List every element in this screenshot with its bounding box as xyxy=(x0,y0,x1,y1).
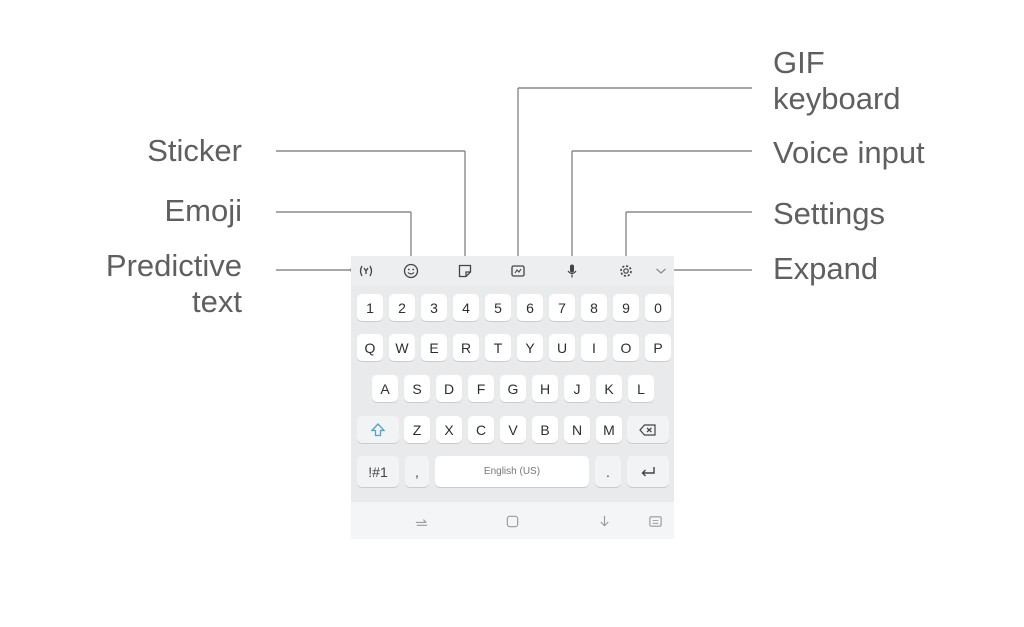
key-digit-5[interactable]: 5 xyxy=(485,294,511,321)
keyboard-toolbar xyxy=(351,256,674,286)
key-h[interactable]: H xyxy=(532,375,558,402)
key-u[interactable]: U xyxy=(549,334,575,361)
hide-keyboard-icon[interactable] xyxy=(595,512,613,530)
key-e[interactable]: E xyxy=(421,334,447,361)
key-digit-7[interactable]: 7 xyxy=(549,294,575,321)
shift-icon xyxy=(370,422,386,436)
key-v[interactable]: V xyxy=(500,416,526,443)
predictive-text-label: Predictive text xyxy=(105,248,242,319)
settings-label: Settings xyxy=(773,196,886,231)
key-q[interactable]: Q xyxy=(357,334,383,361)
voice-input-label: Voice input xyxy=(773,135,925,170)
comma-key[interactable]: , xyxy=(405,456,429,487)
backspace-key[interactable] xyxy=(627,416,669,443)
key-g[interactable]: G xyxy=(500,375,526,402)
key-j[interactable]: J xyxy=(564,375,590,402)
navigation-bar xyxy=(351,502,674,539)
key-digit-3[interactable]: 3 xyxy=(421,294,447,321)
key-digit-6[interactable]: 6 xyxy=(517,294,543,321)
key-l[interactable]: L xyxy=(628,375,654,402)
key-r[interactable]: R xyxy=(453,334,479,361)
recent-apps-icon[interactable] xyxy=(412,512,430,530)
key-digit-4[interactable]: 4 xyxy=(453,294,479,321)
key-digit-9[interactable]: 9 xyxy=(613,294,639,321)
key-n[interactable]: N xyxy=(564,416,590,443)
key-c[interactable]: C xyxy=(468,416,494,443)
microphone-icon[interactable] xyxy=(563,262,581,280)
emoji-label: Emoji xyxy=(164,193,242,228)
key-m[interactable]: M xyxy=(596,416,622,443)
chevron-down-icon[interactable] xyxy=(652,262,670,280)
home-icon[interactable] xyxy=(503,512,521,530)
emoji-icon[interactable] xyxy=(402,262,420,280)
enter-icon xyxy=(641,466,655,476)
key-p[interactable]: P xyxy=(645,334,671,361)
keyboard-switch-icon[interactable] xyxy=(646,512,664,530)
key-y[interactable]: Y xyxy=(517,334,543,361)
space-key[interactable]: English (US) xyxy=(435,456,589,487)
period-key[interactable]: . xyxy=(595,456,621,487)
key-s[interactable]: S xyxy=(404,375,430,402)
gif-icon[interactable] xyxy=(509,262,527,280)
key-a[interactable]: A xyxy=(372,375,398,402)
key-digit-8[interactable]: 8 xyxy=(581,294,607,321)
key-digit-2[interactable]: 2 xyxy=(389,294,415,321)
key-i[interactable]: I xyxy=(581,334,607,361)
key-d[interactable]: D xyxy=(436,375,462,402)
sticker-icon[interactable] xyxy=(456,262,474,280)
key-digit-0[interactable]: 0 xyxy=(645,294,671,321)
key-t[interactable]: T xyxy=(485,334,511,361)
key-x[interactable]: X xyxy=(436,416,462,443)
key-w[interactable]: W xyxy=(389,334,415,361)
enter-key[interactable] xyxy=(627,456,669,487)
key-o[interactable]: O xyxy=(613,334,639,361)
key-b[interactable]: B xyxy=(532,416,558,443)
symbols-key[interactable]: !#1 xyxy=(357,456,399,487)
shift-key[interactable] xyxy=(357,416,399,443)
expand-label: Expand xyxy=(773,251,879,286)
predictive-text-icon[interactable] xyxy=(357,262,375,280)
gif-keyboard-label: GIF keyboard xyxy=(773,45,901,116)
key-k[interactable]: K xyxy=(596,375,622,402)
sticker-label: Sticker xyxy=(147,133,242,168)
key-z[interactable]: Z xyxy=(404,416,430,443)
backspace-icon xyxy=(639,423,656,436)
key-f[interactable]: F xyxy=(468,375,494,402)
key-digit-1[interactable]: 1 xyxy=(357,294,383,321)
gear-icon[interactable] xyxy=(617,262,635,280)
